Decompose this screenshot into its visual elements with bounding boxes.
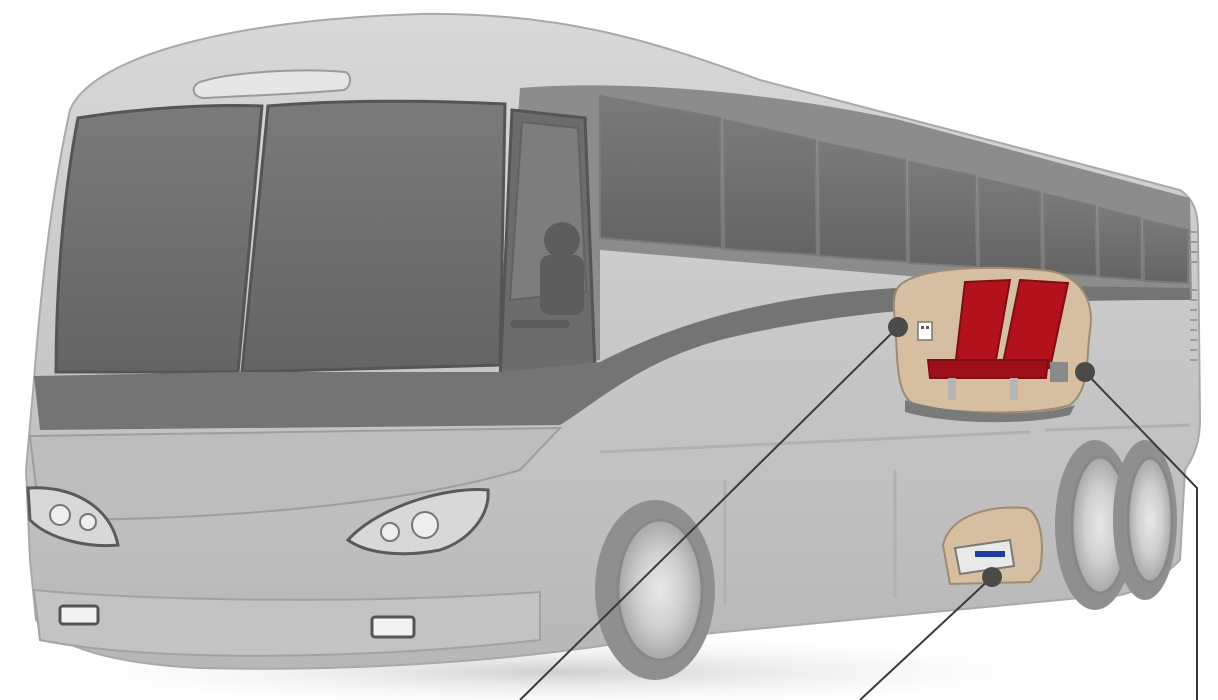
seat-cutaway [894, 268, 1091, 422]
windshield-right [242, 101, 505, 372]
windshield-left [56, 106, 262, 373]
front-wheel [595, 500, 715, 680]
front-bumper [34, 590, 540, 656]
rear-wheels [1055, 440, 1177, 610]
left-fog-light [60, 606, 98, 624]
seat-panel-icon [1050, 362, 1068, 382]
right-fog-light [372, 617, 414, 637]
power-outlet-icon [918, 322, 932, 340]
seat-cushion [928, 360, 1048, 378]
